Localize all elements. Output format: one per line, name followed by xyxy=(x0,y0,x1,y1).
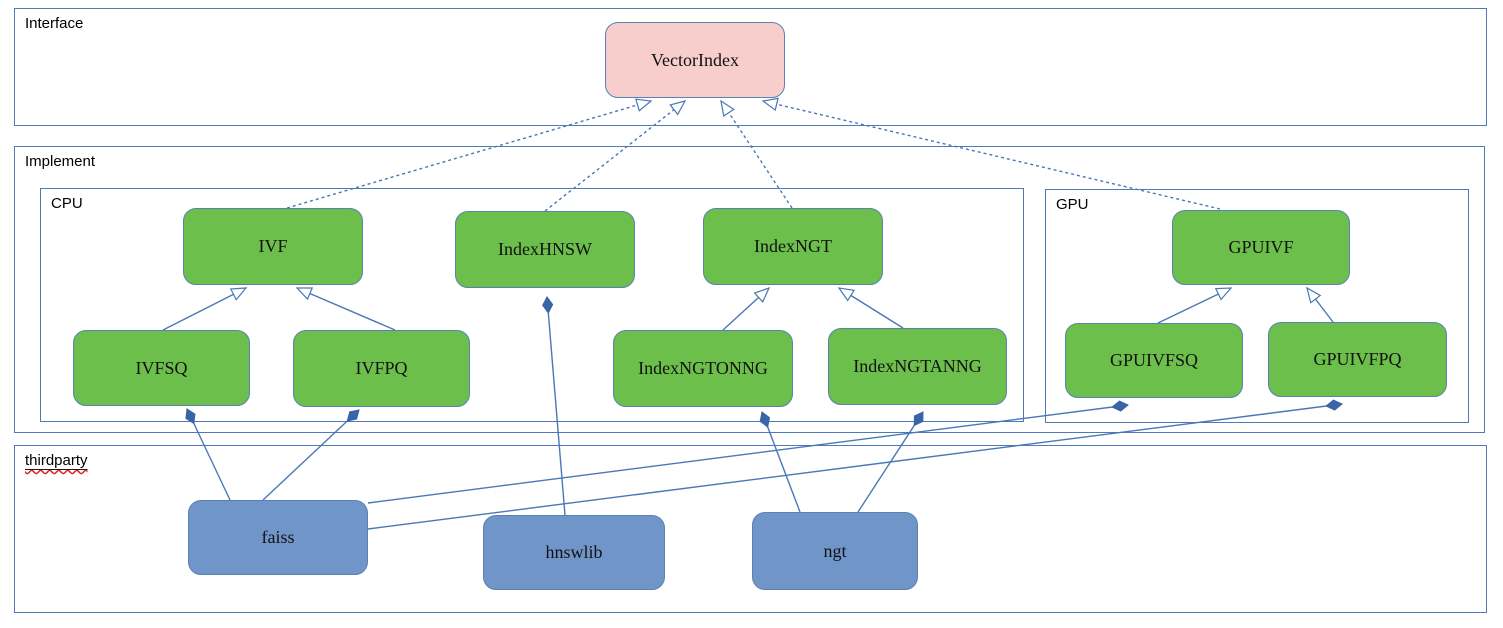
node-indexhnsw[interactable]: IndexHNSW xyxy=(455,211,635,288)
node-ivfpq-label: IVFPQ xyxy=(355,358,408,378)
node-hnswlib-label: hnswlib xyxy=(545,542,603,562)
node-indexngt[interactable]: IndexNGT xyxy=(703,208,883,285)
node-vectorindex-label: VectorIndex xyxy=(651,49,739,70)
node-vectorindex[interactable]: VectorIndex xyxy=(605,22,785,98)
thirdparty-label: thirdparty xyxy=(25,452,88,469)
node-hnswlib[interactable]: hnswlib xyxy=(483,515,665,590)
node-gpuivfsq[interactable]: GPUIVFSQ xyxy=(1065,323,1243,398)
node-indexngtonng-label: IndexNGTONNG xyxy=(638,358,768,378)
node-gpuivf-label: GPUIVF xyxy=(1228,237,1294,257)
node-gpuivfpq[interactable]: GPUIVFPQ xyxy=(1268,322,1447,397)
node-gpuivf[interactable]: GPUIVF xyxy=(1172,210,1350,285)
node-ivfsq[interactable]: IVFSQ xyxy=(73,330,250,406)
implement-label: Implement xyxy=(25,153,96,170)
node-gpuivfpq-label: GPUIVFPQ xyxy=(1313,349,1402,369)
node-indexngtanng[interactable]: IndexNGTANNG xyxy=(828,328,1007,405)
node-faiss[interactable]: faiss xyxy=(188,500,368,575)
node-ivfsq-label: IVFSQ xyxy=(135,357,188,378)
node-indexngt-label: IndexNGT xyxy=(754,236,832,256)
node-indexhnsw-label: IndexHNSW xyxy=(498,239,592,259)
node-indexngtanng-label: IndexNGTANNG xyxy=(853,356,982,376)
node-ivf[interactable]: IVF xyxy=(183,208,363,285)
node-indexngtonng[interactable]: IndexNGTONNG xyxy=(613,330,793,407)
node-ivf-label: IVF xyxy=(258,236,288,256)
node-ngt[interactable]: ngt xyxy=(752,512,918,590)
node-gpuivfsq-label: GPUIVFSQ xyxy=(1109,350,1199,370)
node-ngt-label: ngt xyxy=(823,540,847,561)
node-ivfpq[interactable]: IVFPQ xyxy=(293,330,470,407)
interface-label: Interface xyxy=(25,15,84,32)
cpu-label: CPU xyxy=(51,195,83,212)
node-faiss-label: faiss xyxy=(261,527,295,547)
gpu-label: GPU xyxy=(1056,196,1089,213)
